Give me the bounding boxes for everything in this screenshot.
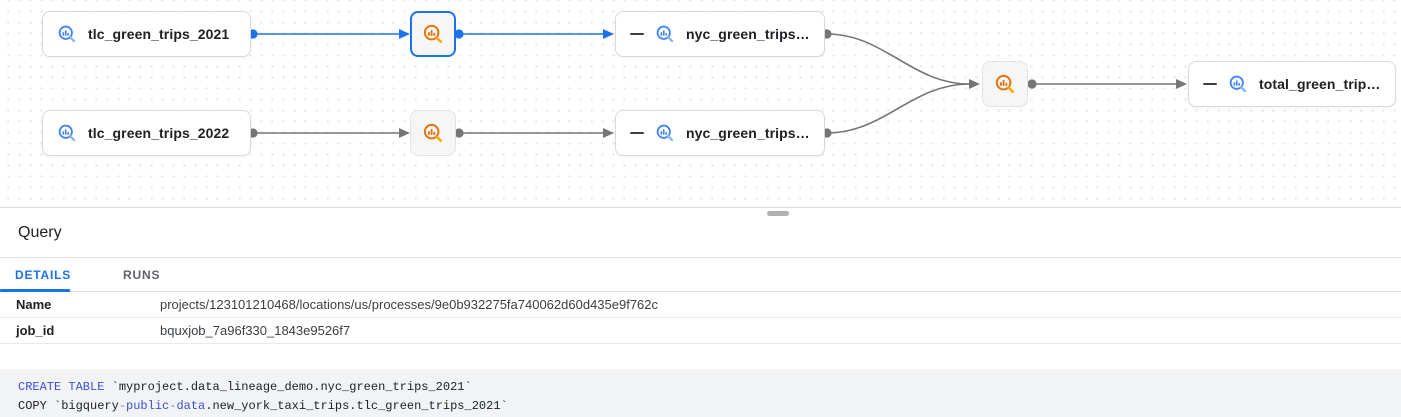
node-label: tlc_green_trips_2022 [88, 125, 230, 141]
node-label: total_green_trip… [1259, 76, 1381, 92]
lineage-edges [248, 29, 1187, 138]
edge-process2-to-nyc2022 [454, 128, 614, 138]
bigquery-table-icon [655, 123, 675, 143]
node-label: nyc_green_trips… [686, 26, 810, 42]
process-node-1-selected[interactable] [410, 11, 456, 57]
sql-line-2: COPY `bigquery-public-data.new_york_taxi… [18, 397, 1383, 416]
edge-tlc2021-to-process1 [248, 29, 410, 39]
table-node-total-green-trips[interactable]: total_green_trip… [1188, 61, 1396, 107]
sql-line-1: CREATE TABLE `myproject.data_lineage_dem… [18, 378, 1383, 397]
process-node-3[interactable] [982, 61, 1028, 107]
tab-details[interactable]: DETAILS [0, 258, 107, 292]
detail-row-job-id: job_id bquxjob_7a96f330_1843e9526f7 [0, 318, 1401, 344]
tab-runs-label: RUNS [123, 267, 161, 282]
edge-process1-to-nyc2021 [454, 29, 614, 39]
bigquery-table-icon [1228, 74, 1248, 94]
sql-keyword: public [126, 399, 170, 413]
active-tab-indicator [0, 289, 70, 292]
node-label: nyc_green_trips… [686, 125, 810, 141]
lineage-canvas[interactable]: tlc_green_trips_2021 tlc_green_trips_202… [0, 0, 1401, 208]
sql-code-block: CREATE TABLE `myproject.data_lineage_dem… [0, 369, 1401, 417]
bigquery-query-icon [422, 23, 444, 45]
table-node-nyc-green-trips-2021[interactable]: nyc_green_trips… [615, 11, 825, 57]
sql-operator: - [118, 399, 127, 413]
edge-nyc2022-to-process3 [822, 79, 980, 138]
detail-label: job_id [16, 323, 55, 338]
bigquery-table-icon [655, 24, 675, 44]
collapse-minus-icon[interactable] [630, 132, 644, 134]
node-label: tlc_green_trips_2021 [88, 26, 230, 42]
table-node-tlc-green-trips-2021[interactable]: tlc_green_trips_2021 [42, 11, 251, 57]
edge-process3-to-total [1027, 79, 1187, 89]
collapse-minus-icon[interactable] [630, 33, 644, 35]
edge-nyc2021-to-process3 [822, 29, 970, 85]
sql-operator: - [169, 399, 177, 413]
table-node-tlc-green-trips-2022[interactable]: tlc_green_trips_2022 [42, 110, 251, 156]
detail-value: projects/123101210468/locations/us/proce… [160, 297, 659, 312]
sql-keyword: CREATE TABLE [18, 380, 105, 394]
panel-resize-handle[interactable] [767, 211, 789, 216]
sql-text: COPY `bigquery [18, 399, 119, 413]
bigquery-query-icon [422, 122, 444, 144]
sql-keyword: data [176, 399, 206, 413]
tab-runs[interactable]: RUNS [107, 258, 180, 291]
sql-text: `myproject.data_lineage_demo.nyc_green_t… [104, 380, 472, 394]
panel-header: Query [0, 209, 1401, 258]
sql-text: .new_york_taxi_trips.tlc_green_trips_202… [205, 399, 508, 413]
bigquery-table-icon [57, 123, 77, 143]
collapse-minus-icon[interactable] [1203, 83, 1217, 85]
process-node-2[interactable] [410, 110, 456, 156]
detail-value: bquxjob_7a96f330_1843e9526f7 [160, 323, 351, 338]
details-panel: Query DETAILS RUNS Name projects/1231012… [0, 209, 1401, 417]
tab-bar: DETAILS RUNS [0, 258, 1401, 292]
bigquery-query-icon [994, 73, 1016, 95]
tab-details-label: DETAILS [15, 267, 72, 282]
detail-label: Name [16, 297, 52, 312]
page-title: Query [18, 224, 62, 241]
edge-tlc2022-to-process2 [248, 128, 410, 138]
table-node-nyc-green-trips-2022[interactable]: nyc_green_trips… [615, 110, 825, 156]
bigquery-table-icon [57, 24, 77, 44]
detail-row-name: Name projects/123101210468/locations/us/… [0, 292, 1401, 318]
